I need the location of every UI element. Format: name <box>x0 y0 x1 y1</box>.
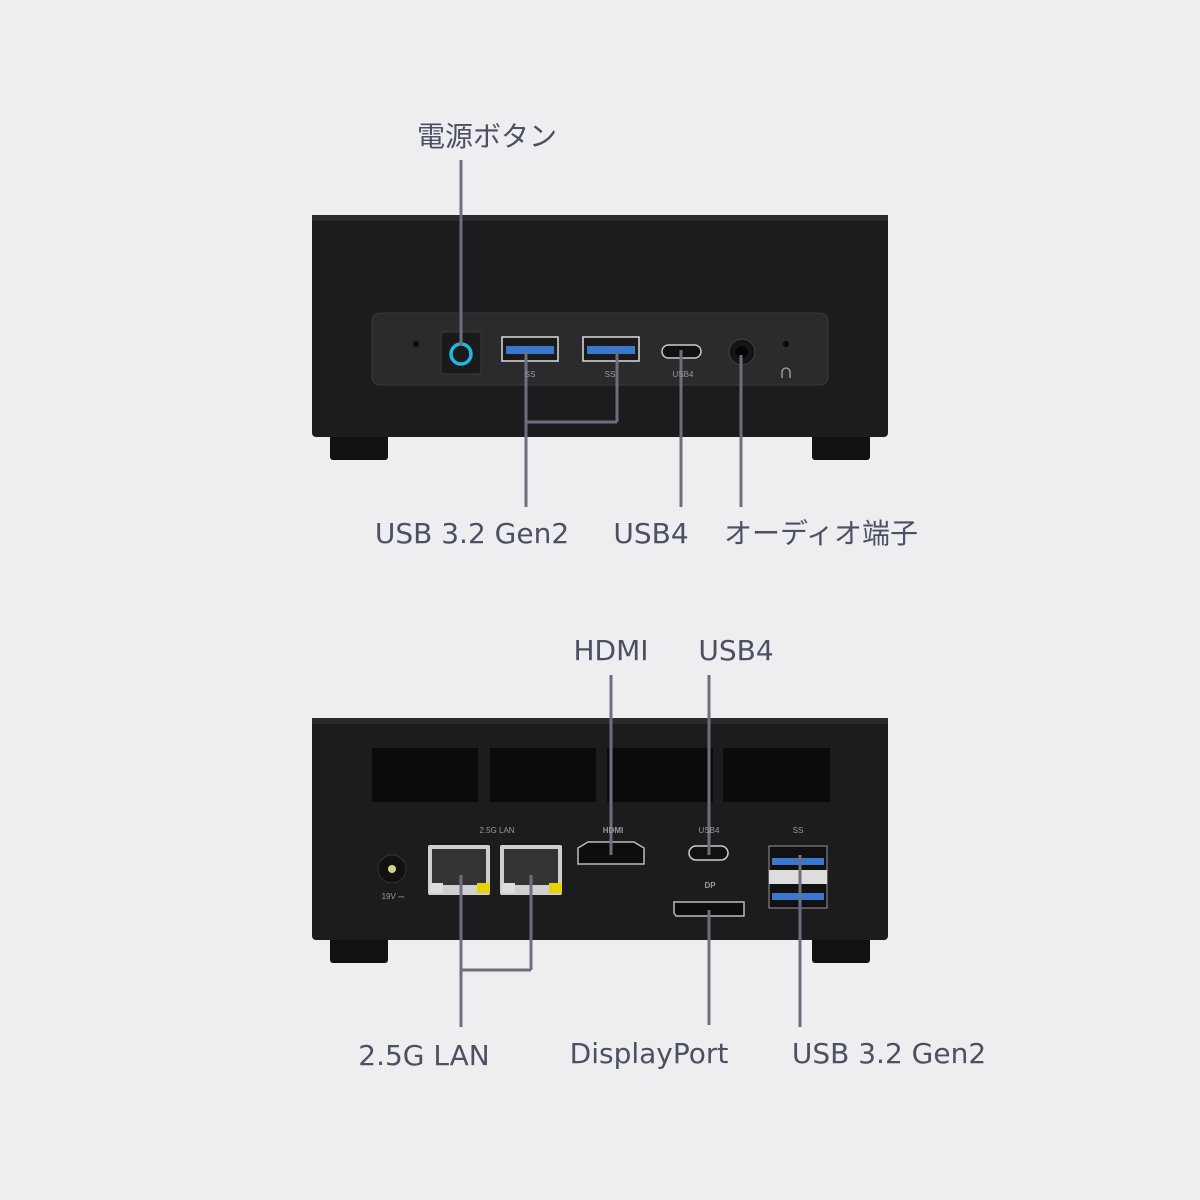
headphone-icon <box>781 367 791 378</box>
ss-mark: SS <box>604 370 616 379</box>
usb4-mark: USB4 <box>698 826 720 835</box>
dc-mark: 19V ⎓ <box>381 892 405 901</box>
ss-mark: SS <box>524 370 536 379</box>
hdmi-mark: HDMI <box>602 826 624 835</box>
label-hdmi: HDMI <box>573 634 649 667</box>
label-audio: オーディオ端子 <box>723 517 919 550</box>
label-usb4-back: USB4 <box>698 634 774 667</box>
label-lan: 2.5G LAN <box>358 1039 490 1072</box>
ss-mark: SS <box>792 826 804 835</box>
leader-lines <box>459 160 802 1027</box>
usb4-mark: USB4 <box>672 370 694 379</box>
label-usb4-front: USB4 <box>613 517 689 550</box>
label-usb32-back: USB 3.2 Gen2 <box>791 1037 987 1070</box>
dp-mark: DP <box>704 881 716 890</box>
label-usb32-front: USB 3.2 Gen2 <box>374 517 570 550</box>
lan-mark: 2.5G LAN <box>479 826 515 835</box>
back-device <box>312 718 888 963</box>
label-power-button: 電源ボタン <box>416 120 558 153</box>
front-device <box>312 215 888 460</box>
label-displayport: DisplayPort <box>569 1037 729 1070</box>
